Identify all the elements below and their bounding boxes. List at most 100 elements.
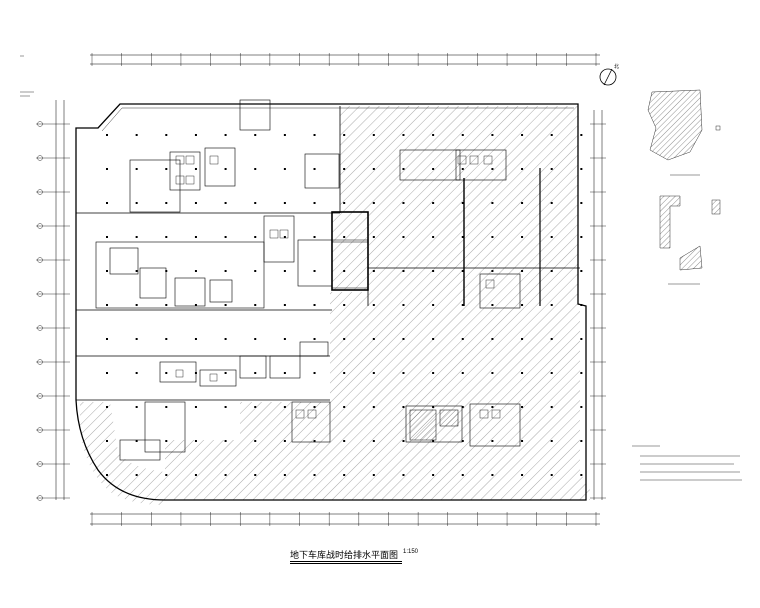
row-axis-bubble (37, 325, 43, 331)
structural-column (135, 338, 138, 340)
structural-column (106, 304, 108, 306)
structural-column (343, 372, 346, 374)
structural-column (224, 406, 227, 408)
row-axis-bubble (37, 291, 43, 297)
structural-column (580, 168, 583, 170)
structural-column (432, 134, 435, 136)
structural-column (550, 202, 553, 204)
structural-column (432, 202, 435, 204)
notes-block (632, 445, 742, 481)
structural-column (135, 406, 138, 408)
structural-column (461, 270, 464, 272)
structural-column (402, 270, 405, 272)
structural-column (521, 202, 524, 204)
structural-column (106, 236, 108, 238)
structural-column (521, 406, 524, 408)
row-axis-bubble (37, 359, 43, 365)
structural-column (194, 440, 197, 442)
legend-key-plan (647, 89, 721, 285)
row-axis-bubble (37, 257, 43, 263)
structural-column (224, 134, 227, 136)
structural-column (165, 168, 168, 170)
structural-column (135, 270, 138, 272)
structural-column (254, 372, 257, 374)
structural-column (283, 474, 286, 476)
structural-column (580, 338, 583, 340)
structural-column (461, 474, 464, 476)
structural-column (106, 134, 108, 136)
structural-column (313, 474, 316, 476)
row-axis-bubble (37, 121, 43, 127)
structural-column (461, 406, 464, 408)
structural-column (106, 440, 108, 442)
structural-column (521, 270, 524, 272)
structural-column (135, 236, 138, 238)
structural-column (135, 372, 138, 374)
structural-column (224, 440, 227, 442)
structural-column (402, 474, 405, 476)
structural-column (372, 406, 375, 408)
structural-column (283, 440, 286, 442)
structural-column (521, 372, 524, 374)
structural-column (254, 338, 257, 340)
structural-column (283, 236, 286, 238)
structural-column (372, 202, 375, 204)
structural-column (343, 304, 346, 306)
structural-column (313, 270, 316, 272)
outer-wall (75, 103, 587, 501)
structural-column (283, 270, 286, 272)
structural-column (491, 372, 494, 374)
axis-lines (55, 54, 603, 525)
structural-column (224, 236, 227, 238)
structural-column (521, 338, 524, 340)
structural-column (580, 440, 583, 442)
structural-column (461, 202, 464, 204)
structural-column (135, 134, 138, 136)
structural-column (106, 338, 108, 340)
row-axis-bubble (37, 155, 43, 161)
structural-column (283, 406, 286, 408)
structural-column (343, 406, 346, 408)
structural-column (313, 372, 316, 374)
structural-column (432, 474, 435, 476)
structural-column (550, 270, 553, 272)
hatched-ramp (80, 402, 165, 505)
structural-column (550, 372, 553, 374)
structural-column (491, 474, 494, 476)
structural-column (521, 134, 524, 136)
drawing-scale: 1:150 (403, 549, 419, 555)
north-arrow (599, 68, 617, 86)
structural-column (550, 440, 553, 442)
structural-column (135, 168, 138, 170)
row-axis-bubble (37, 495, 43, 501)
stair-blocks (331, 241, 459, 441)
hatched-zones (80, 106, 590, 505)
structural-column (224, 202, 227, 204)
structural-column (135, 304, 138, 306)
structural-column (343, 270, 346, 272)
structural-column (461, 338, 464, 340)
structural-column (106, 372, 108, 374)
structural-column (135, 440, 138, 442)
structural-column (194, 338, 197, 340)
structural-column (254, 236, 257, 238)
structural-column (550, 474, 553, 476)
structural-column (402, 168, 405, 170)
structural-column (313, 168, 316, 170)
structural-column (461, 236, 464, 238)
structural-column (313, 202, 316, 204)
structural-column (432, 406, 435, 408)
structural-column (550, 134, 553, 136)
structural-column (461, 134, 464, 136)
structural-column (135, 202, 138, 204)
drawing-title-block: 地下车库战时给排水平面图 1:150 (290, 548, 490, 564)
structural-column (224, 304, 227, 306)
row-axis-bubble (37, 427, 43, 433)
structural-column (432, 304, 435, 306)
structural-column (165, 372, 168, 374)
structural-column (194, 168, 197, 170)
structural-column (283, 202, 286, 204)
structural-column (313, 338, 316, 340)
structural-column (283, 134, 286, 136)
structural-column (521, 440, 524, 442)
